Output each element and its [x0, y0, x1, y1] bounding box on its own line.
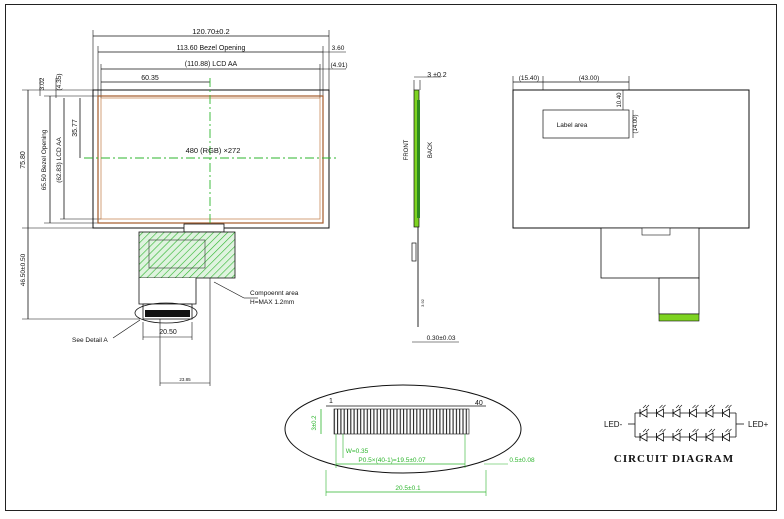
fpc-height-label: 46.50±0.50: [20, 253, 27, 286]
detail-a-view: 1 40 3±0.2 W=0.35 P0.5×(40-1)=19.5±0.07 …: [284, 384, 535, 496]
pin-last-label: 40: [475, 400, 483, 407]
fpc-width-label: 20.50: [159, 329, 177, 336]
back-fpc-stiffener: [658, 313, 700, 322]
top-margin-label: 3.02: [39, 77, 46, 90]
pad-width-label: W=0.35: [346, 448, 369, 455]
component-area-label: Compoennt area: [250, 290, 299, 297]
led-diode-icon: [721, 404, 732, 418]
led-diode-icon: [672, 404, 683, 418]
active-area-outline: [100, 97, 321, 220]
bezel-opening-height-label: 65.50 Bezel Opening: [41, 129, 48, 190]
module-outline: [92, 89, 330, 229]
small-dim-label: 3.92: [420, 298, 425, 307]
center-x-label: 60.35: [141, 75, 159, 82]
pin-first-label: 1: [329, 398, 333, 405]
front-view: 120.70±0.2 113.60 Bezel Opening 3.60 (11…: [20, 27, 347, 386]
total-width-label: 20.5±0.1: [395, 485, 421, 492]
label-height: (14.00): [633, 114, 639, 133]
led-diode-icon: [688, 428, 699, 442]
component-area: [138, 231, 236, 279]
detail-a-ellipse: [134, 302, 198, 324]
lcd-aa-height-label: (62.83) LCD AA: [56, 137, 63, 183]
label-width: (43.00): [579, 75, 600, 82]
led-diode-icon: [688, 404, 699, 418]
circuit-diagram: LED- LED+ CIRCUIT DIAGRAM: [604, 404, 769, 465]
front-label: FRONT: [404, 139, 410, 160]
led-diode-icon: [721, 428, 732, 442]
overall-width-label: 120.70±0.2: [192, 27, 229, 36]
fpc-contacts: [145, 310, 190, 317]
connector-pins: [333, 408, 470, 435]
circuit-title: CIRCUIT DIAGRAM: [614, 453, 734, 465]
component-height-label: H=MAX 1.2mm: [250, 299, 294, 306]
fpc-bottom-dim-label: 23.85: [179, 377, 191, 382]
see-detail-label: See Detail A: [72, 337, 108, 344]
edge-offset-label: 0.5±0.08: [509, 457, 535, 464]
label-area-text: Label area: [557, 122, 588, 129]
fpc-thickness-label: 0.30±0.03: [427, 335, 456, 342]
led-diode-icon: [639, 428, 650, 442]
pad-length-label: 3±0.2: [312, 415, 318, 431]
led-diode-icon: [672, 428, 683, 442]
bezel-opening-outline: [97, 95, 324, 224]
back-view: (15.40) (43.00) Label area 10.40 (14.00): [512, 75, 750, 322]
right-margin-label: 3.60: [332, 45, 345, 52]
resolution-label: 480 (RGB) ×272: [186, 146, 241, 155]
label-offset-x: (15.40): [519, 75, 540, 82]
overall-height-label: 75.80: [20, 151, 27, 169]
led-string: [639, 404, 732, 442]
top-aa-margin-label: (4.35): [56, 74, 63, 91]
led-minus-label: LED-: [604, 420, 623, 429]
side-view: 3 ±0.2 FRONT BACK 3.92 0.30±0.03: [404, 72, 459, 343]
lcd-aa-width-label: (110.88) LCD AA: [185, 61, 238, 68]
led-diode-icon: [705, 428, 716, 442]
back-label: BACK: [428, 142, 434, 158]
led-diode-icon: [655, 428, 666, 442]
pitch-label: P0.5×(40-1)=19.5±0.07: [358, 457, 426, 464]
center-y-label: 35.77: [72, 119, 79, 137]
led-plus-label: LED+: [748, 420, 769, 429]
thickness-label: 3 ±0.2: [427, 72, 447, 79]
label-offset-y: 10.40: [617, 92, 623, 108]
led-diode-icon: [639, 404, 650, 418]
bezel-opening-width-label: 113.60 Bezel Opening: [177, 45, 246, 52]
led-diode-icon: [705, 404, 716, 418]
sheet-border: [5, 4, 777, 511]
back-fpc: [600, 227, 700, 279]
led-diode-icon: [655, 404, 666, 418]
label-area-box: [542, 109, 630, 139]
right-aa-margin-label: (4.91): [331, 62, 348, 69]
